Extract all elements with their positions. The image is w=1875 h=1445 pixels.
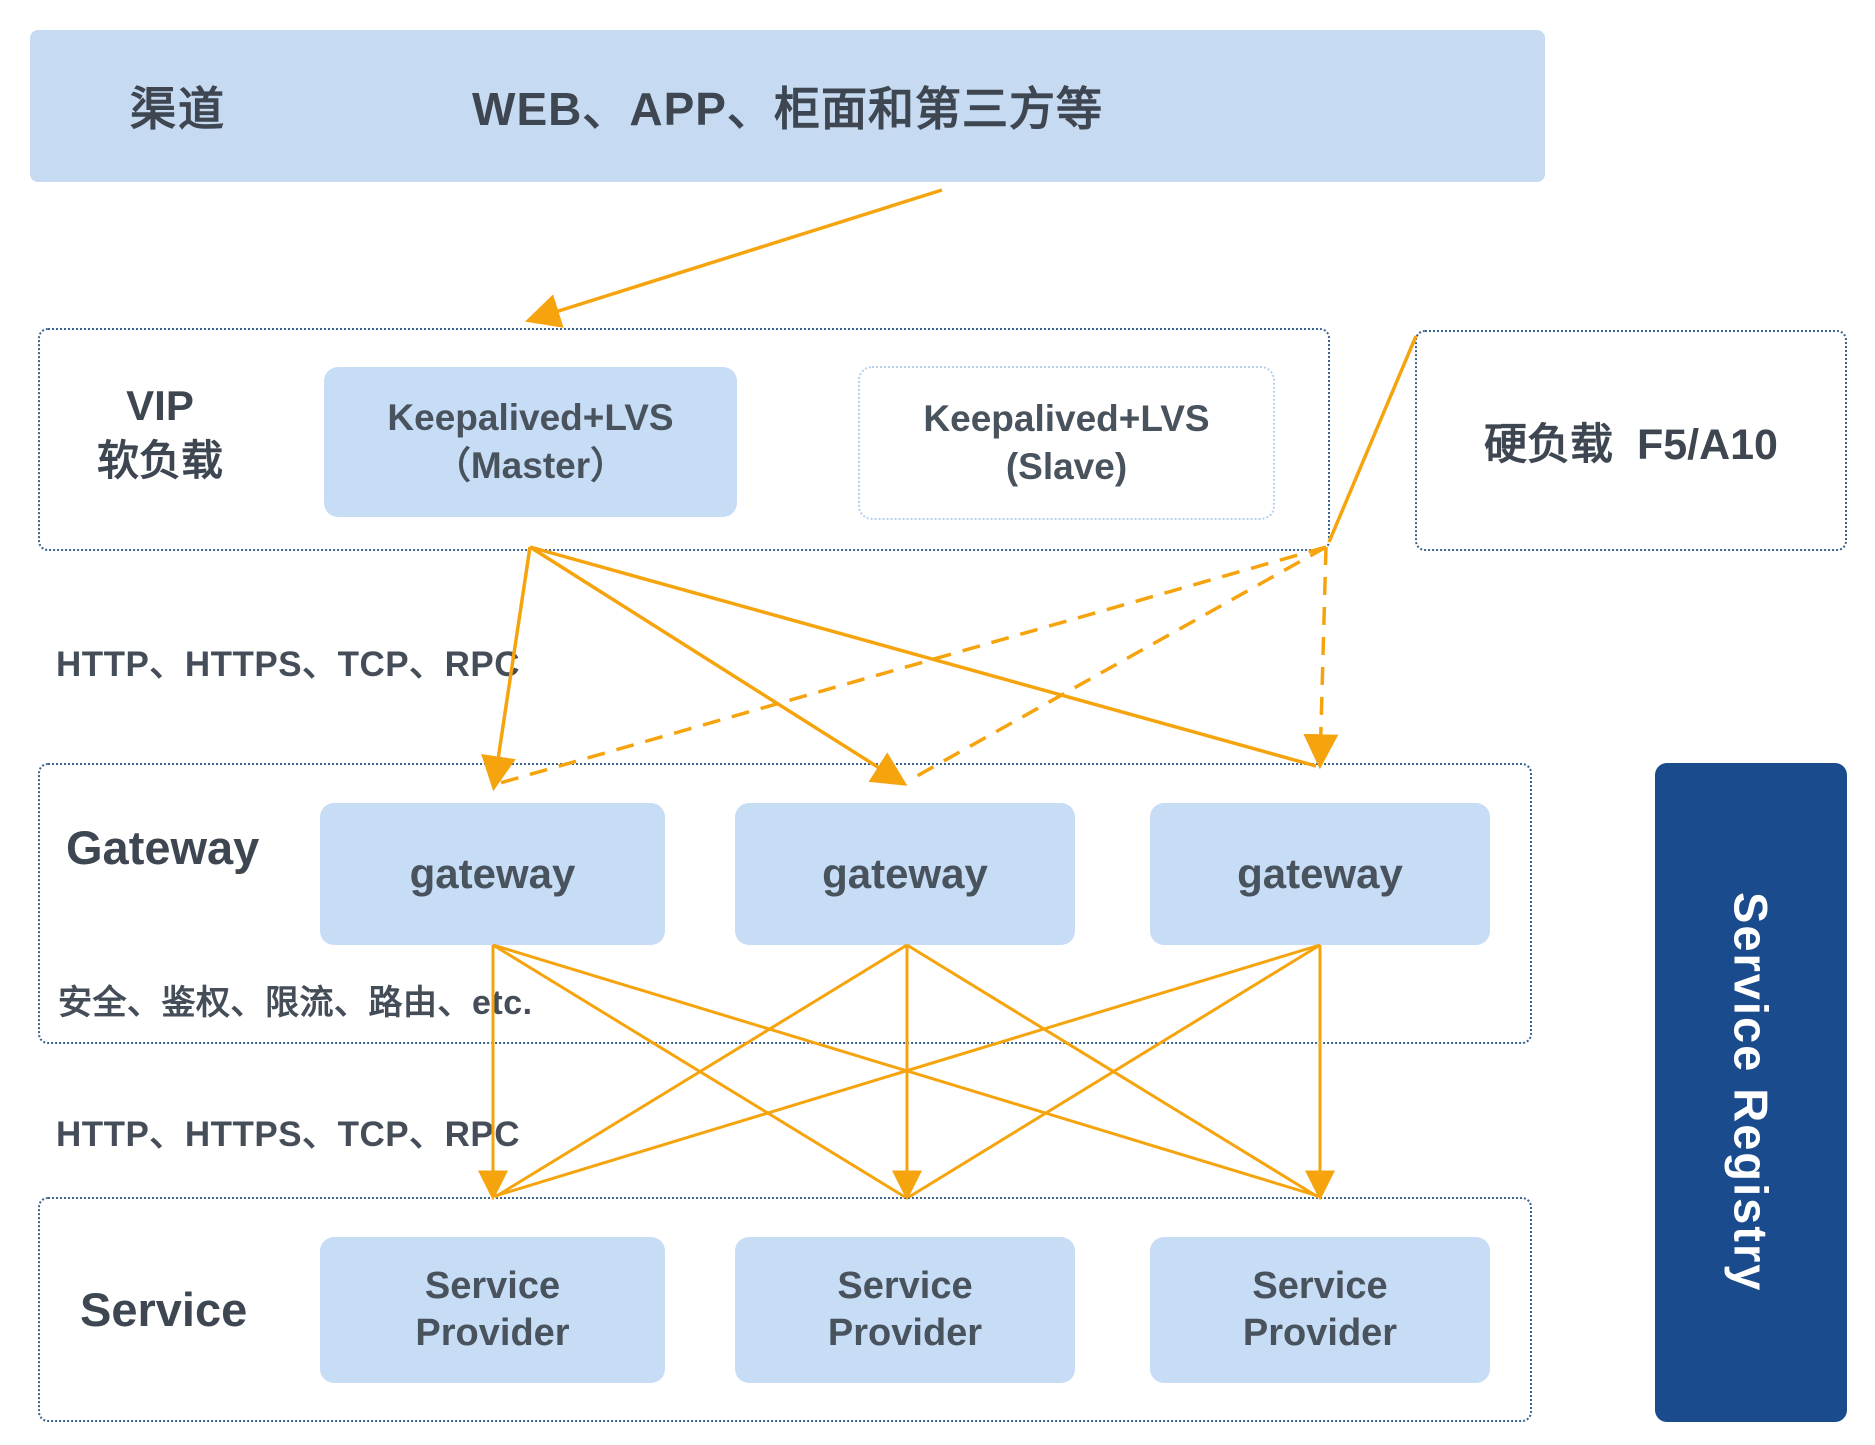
- master-label-line1: Keepalived+LVS: [387, 396, 674, 438]
- gateway-node-2: gateway: [735, 803, 1075, 945]
- f5-to-vip-connector: [1327, 335, 1418, 543]
- slave-label-line1: Keepalived+LVS: [923, 397, 1210, 439]
- failover-dashed-arrows: [499, 545, 1339, 785]
- vip-softlb-title: VIP 软负载: [60, 378, 260, 489]
- sp3-line2: Provider: [1242, 1312, 1398, 1354]
- arrow-line-dashed: [907, 545, 1327, 783]
- banner-to-vip-arrow: [524, 188, 943, 328]
- gateway-features-label: 安全、鉴权、限流、路由、etc.: [58, 984, 533, 1022]
- channel-banner: 渠道 WEB、APP、柜面和第三方等: [30, 30, 1545, 182]
- arrow-line: [529, 545, 908, 786]
- service-provider-node-2: Service Provider: [735, 1237, 1075, 1383]
- service-provider-node-1: Service Provider: [320, 1237, 665, 1383]
- vip-title-line1: VIP: [126, 382, 194, 429]
- master-to-gateway-arrows: [481, 545, 1317, 792]
- hard-loadbalancer-box: 硬负载 F5/A10: [1415, 330, 1847, 551]
- service-registry-label: Service Registry: [1724, 892, 1778, 1293]
- protocol-label-top: HTTP、HTTPS、TCP、RPC: [56, 645, 521, 684]
- service-provider-node-3: Service Provider: [1150, 1237, 1490, 1383]
- arrow-line-dashed: [1303, 546, 1339, 770]
- slave-label-line2: (Slave): [1005, 446, 1128, 487]
- sp2-line2: Provider: [827, 1312, 983, 1354]
- keepalived-slave-node: Keepalived+LVS (Slave): [858, 366, 1275, 520]
- sp1-line2: Provider: [415, 1312, 570, 1354]
- service-title: Service: [80, 1283, 248, 1336]
- gateway-node-3: gateway: [1150, 803, 1490, 945]
- protocol-label-bottom: HTTP、HTTPS、TCP、RPC: [56, 1115, 521, 1154]
- sp3-line1: Service: [1252, 1264, 1388, 1307]
- channel-audience-label: WEB、APP、柜面和第三方等: [472, 83, 1103, 135]
- vip-title-line2: 软负载: [96, 437, 223, 485]
- gateway-title: Gateway: [66, 821, 260, 874]
- gateway-node-1: gateway: [320, 803, 665, 945]
- service-registry-bar: Service Registry: [1655, 763, 1847, 1422]
- arrow-line: [529, 545, 1317, 768]
- arrow-line: [1327, 335, 1418, 543]
- arrow-line: [524, 188, 943, 328]
- arrow-line-dashed: [499, 545, 1327, 785]
- keepalived-master-node: Keepalived+LVS （Master）: [324, 367, 737, 517]
- sp2-line1: Service: [837, 1264, 973, 1307]
- sp1-line1: Service: [424, 1264, 561, 1307]
- master-label-line2: （Master）: [433, 445, 628, 486]
- channel-label: 渠道: [130, 83, 226, 135]
